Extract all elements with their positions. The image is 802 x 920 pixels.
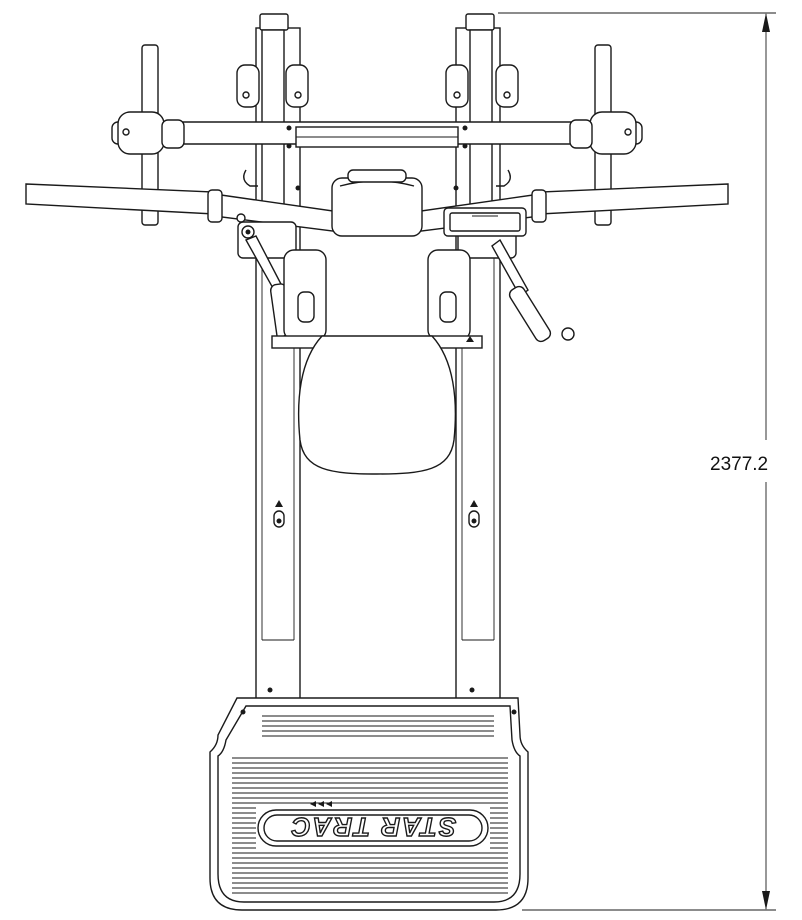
right-lever-handle: [508, 285, 552, 343]
back-pad-cushion: [297, 335, 457, 475]
brand-logo-text: STAR TRAC: [290, 812, 456, 842]
right-up-arrow-icon: [470, 500, 478, 507]
platform-ridges: [232, 715, 508, 894]
left-upright-cap: [259, 13, 289, 31]
adjustment-pins: [273, 500, 480, 528]
dimension-arrow-down-icon: [762, 891, 770, 910]
left-handle-grip: [25, 183, 215, 215]
dimension-arrow-up-icon: [762, 13, 770, 32]
right-handle-grip: [539, 183, 729, 215]
logo-plate: [257, 809, 489, 847]
height-dimension-label: 2377.2: [710, 454, 768, 475]
back-pad: [297, 169, 457, 475]
left-up-arrow-icon: [275, 500, 283, 507]
foot-platform: STAR TRAC: [209, 687, 529, 911]
pivot-assemblies: [237, 207, 575, 349]
triangle-marker-icon: [466, 336, 474, 342]
hooks: [243, 169, 511, 191]
upper-brackets: [236, 64, 519, 108]
foot-plate: [209, 697, 529, 911]
cross-bar: [111, 111, 643, 155]
head-pad: [331, 177, 423, 237]
height-dimension: 2377.2: [498, 12, 776, 911]
right-upright-cap: [465, 13, 495, 31]
